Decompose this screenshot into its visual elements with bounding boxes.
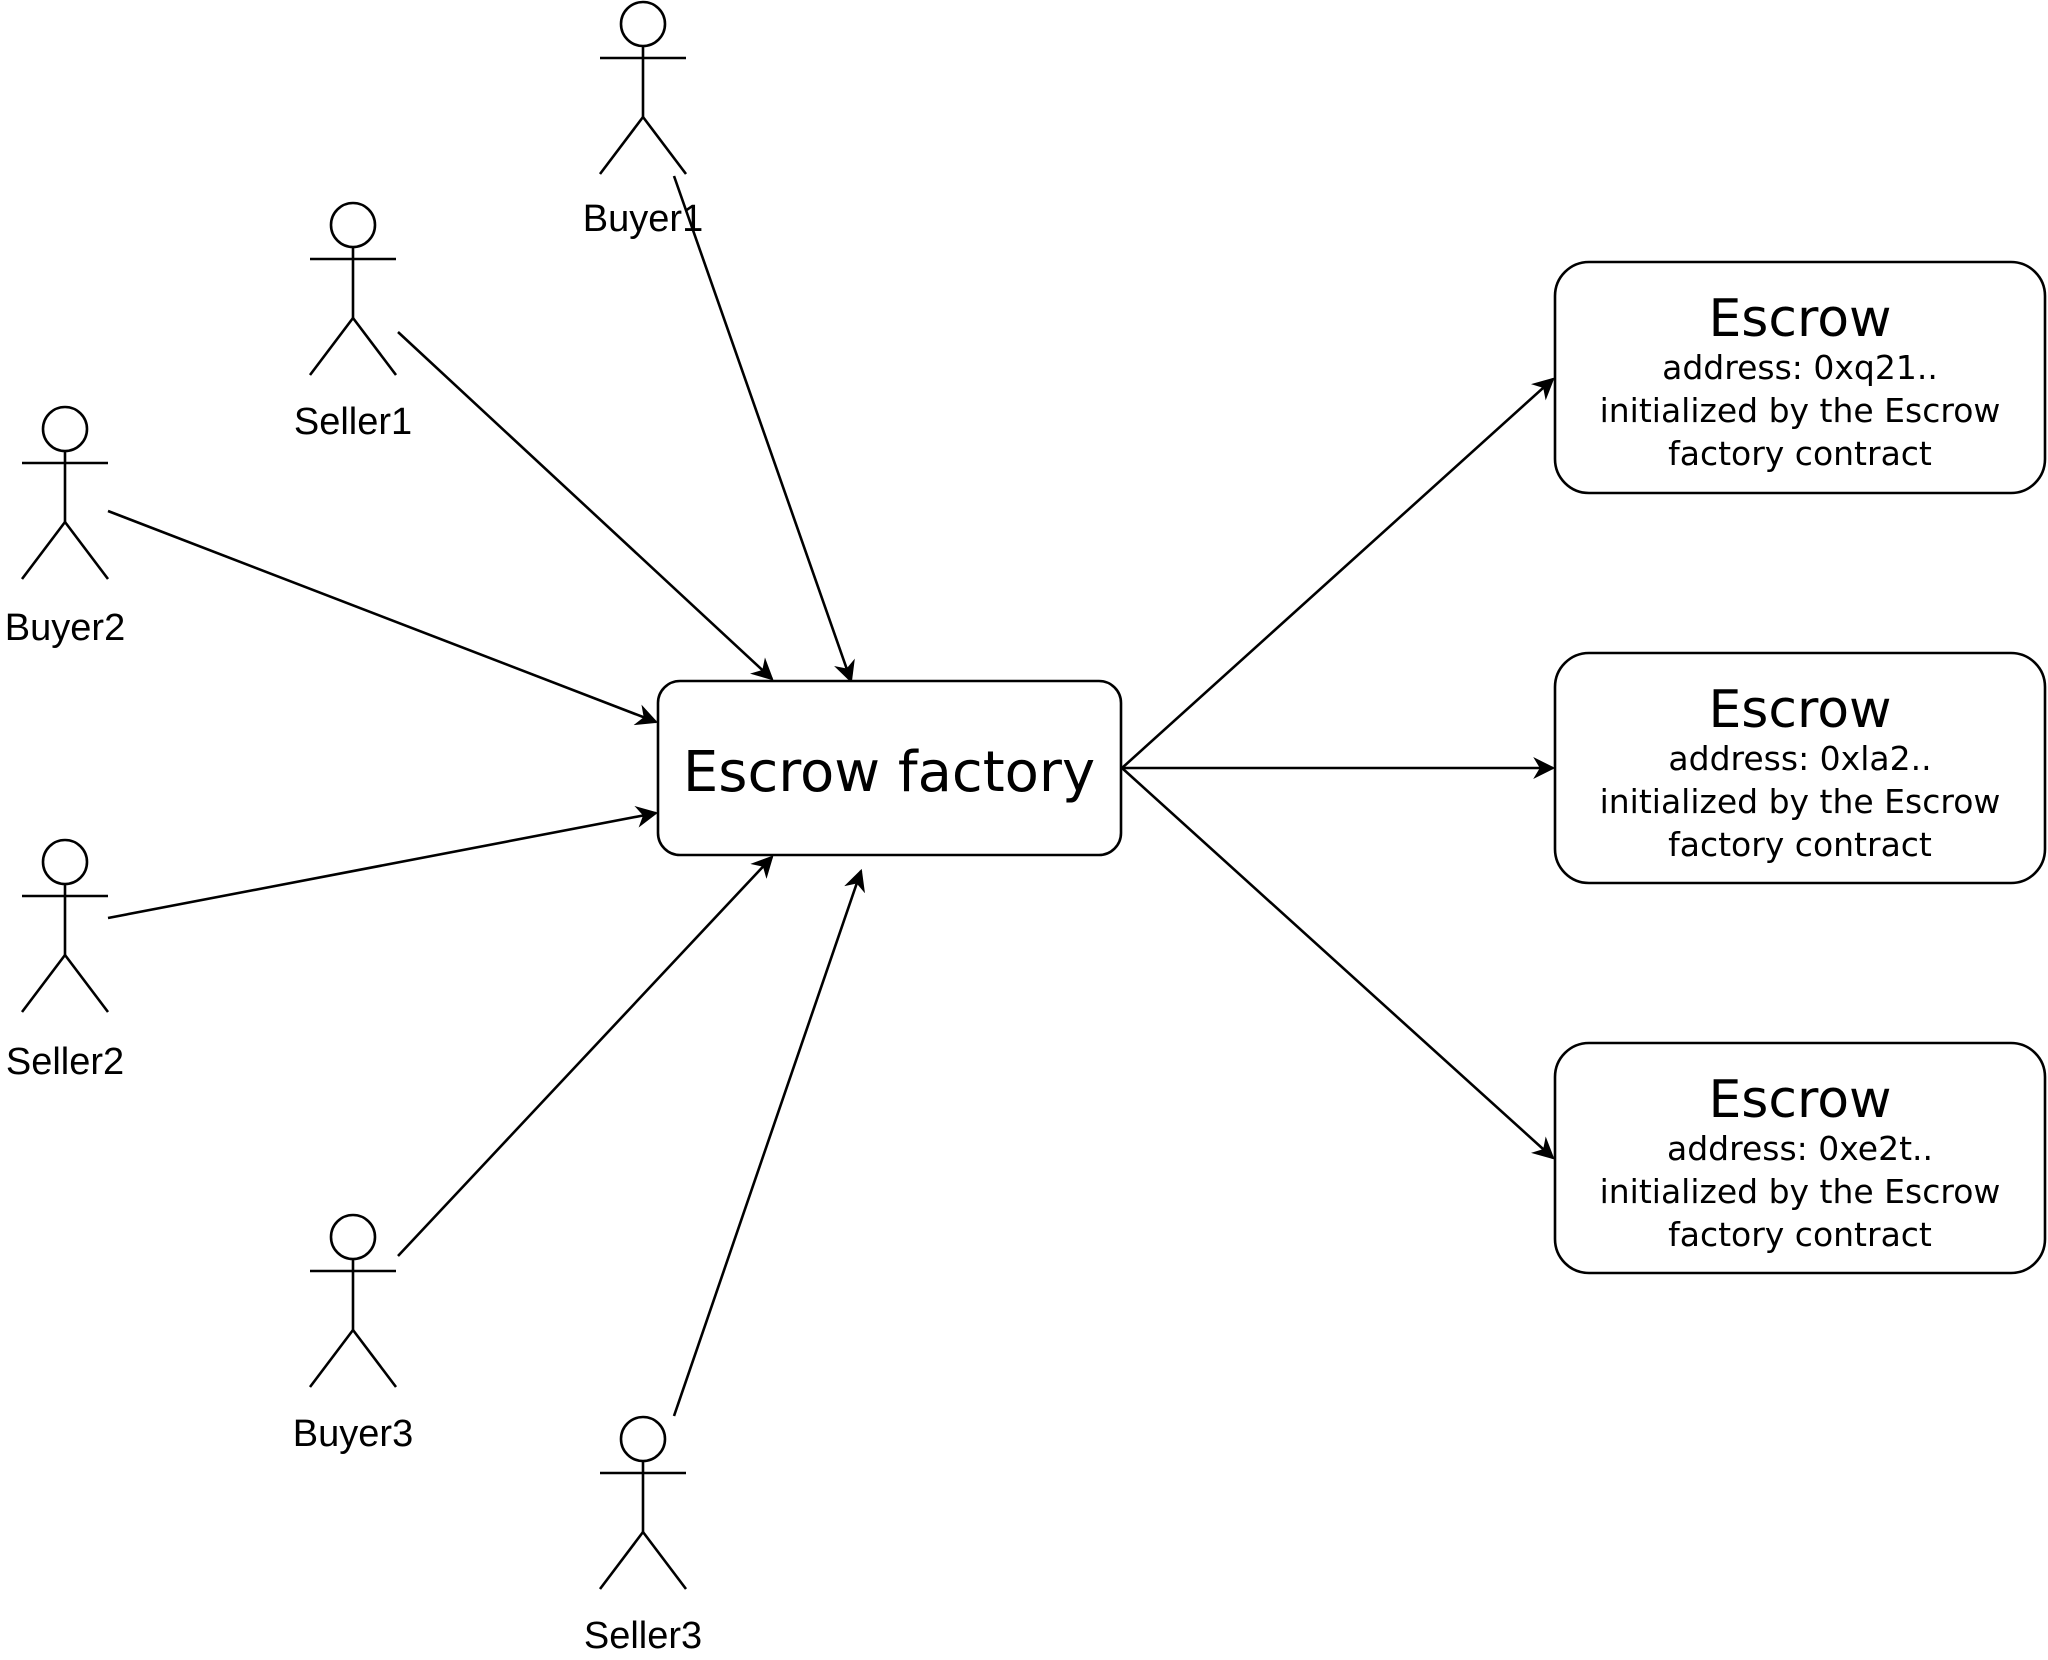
actor-label: Seller3 <box>584 1615 702 1657</box>
escrow-desc-line-2: factory contract <box>1668 434 1932 473</box>
actor-buyer2[interactable]: Buyer2 <box>5 405 125 649</box>
escrow-factory-box <box>656 679 1123 857</box>
escrow-title: Escrow <box>1708 1070 1891 1130</box>
actor-seller2[interactable]: Seller2 <box>6 838 124 1083</box>
edges-layer <box>107 175 1556 1417</box>
edge-buyer1-factory <box>672 175 855 684</box>
escrow-desc-line-1: initialized by the Escrow <box>1600 391 2001 430</box>
escrow-desc-line-1: initialized by the Escrow <box>1600 1172 2001 1211</box>
escrow-box <box>1553 1041 2047 1275</box>
edge-factory-escrow-2 <box>1121 767 1555 1160</box>
escrow-address: address: 0xe2t.. <box>1667 1129 1933 1168</box>
edge-seller1-factory <box>397 331 774 681</box>
actor-leg-right <box>641 1531 688 1590</box>
edge-factory-escrow-0 <box>1121 377 1555 769</box>
escrow-node-0[interactable]: Escrow address: 0xq21.. initialized by t… <box>1553 260 2047 495</box>
actor-label: Seller1 <box>294 401 412 443</box>
actor-head <box>41 405 89 453</box>
actor-leg-right <box>63 954 110 1013</box>
actor-label: Buyer2 <box>5 607 125 649</box>
escrow-desc-line-2: factory contract <box>1668 1215 1932 1254</box>
edge-seller3-factory <box>672 868 865 1417</box>
actor-head <box>619 0 667 48</box>
actor-head <box>329 1213 377 1261</box>
escrow-box <box>1553 260 2047 495</box>
escrow-node-2[interactable]: Escrow address: 0xe2t.. initialized by t… <box>1553 1041 2047 1275</box>
escrow-factory-node[interactable]: Escrow factory <box>656 679 1123 857</box>
actor-head <box>619 1415 667 1463</box>
actor-seller3[interactable]: Seller3 <box>584 1415 702 1657</box>
actor-label: Buyer3 <box>293 1413 413 1455</box>
actor-leg-right <box>351 317 398 376</box>
actors-layer: Buyer1 Seller1 Buyer2 Seller2 <box>5 0 703 1657</box>
edge-seller2-factory <box>107 805 659 920</box>
escrow-desc-line-1: initialized by the Escrow <box>1600 782 2001 821</box>
actor-seller1[interactable]: Seller1 <box>294 201 412 443</box>
actor-buyer3[interactable]: Buyer3 <box>293 1213 413 1455</box>
actor-leg-left <box>598 1531 645 1590</box>
actor-label: Seller2 <box>6 1041 124 1083</box>
actor-label: Buyer1 <box>583 198 703 240</box>
edge-buyer2-factory <box>107 509 659 726</box>
escrow-factory-title: Escrow factory <box>683 740 1095 805</box>
actor-leg-right <box>641 116 688 175</box>
actor-leg-left <box>20 521 67 580</box>
escrow-title: Escrow <box>1708 289 1891 349</box>
actor-buyer1[interactable]: Buyer1 <box>583 0 703 240</box>
actor-leg-left <box>20 954 67 1013</box>
actor-leg-left <box>308 317 355 376</box>
actor-leg-left <box>308 1329 355 1388</box>
escrow-node-1[interactable]: Escrow address: 0xla2.. initialized by t… <box>1553 651 2047 885</box>
escrow-address: address: 0xq21.. <box>1662 348 1938 387</box>
actor-head <box>329 201 377 249</box>
escrow-desc-line-2: factory contract <box>1668 825 1932 864</box>
actor-head <box>41 838 89 886</box>
edge-buyer3-factory <box>397 855 774 1257</box>
actor-leg-left <box>598 116 645 175</box>
escrow-address: address: 0xla2.. <box>1668 739 1931 778</box>
actor-leg-right <box>351 1329 398 1388</box>
escrow-title: Escrow <box>1708 680 1891 740</box>
actor-leg-right <box>63 521 110 580</box>
escrow-box <box>1553 651 2047 885</box>
